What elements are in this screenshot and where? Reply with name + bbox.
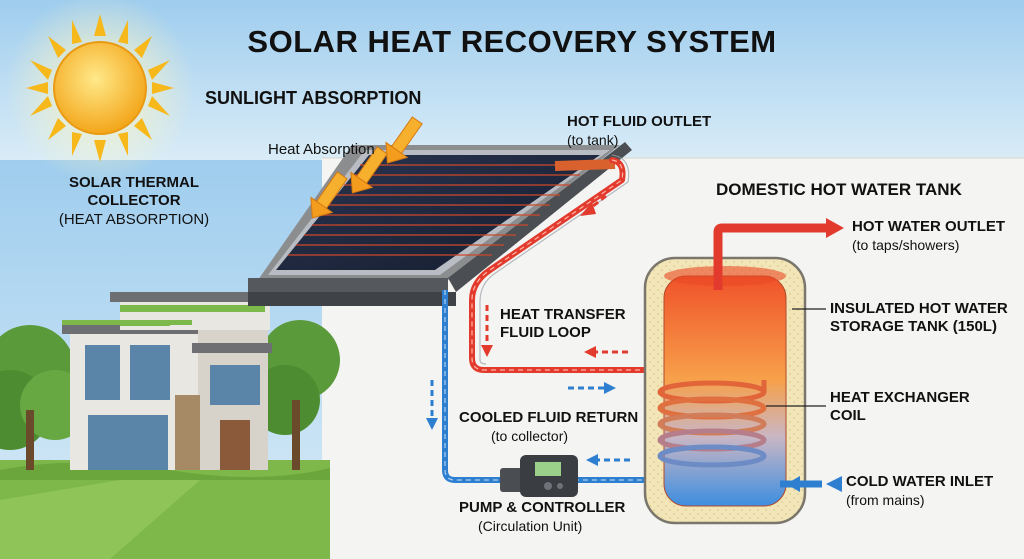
pump-label: PUMP & CONTROLLER bbox=[459, 499, 626, 516]
pump-sub: (Circulation Unit) bbox=[478, 518, 583, 534]
cooled-return-label: COOLED FLUID RETURN bbox=[459, 409, 639, 426]
heat-absorption-label: Heat Absorption bbox=[268, 141, 375, 158]
dhw-tank-title: DOMESTIC HOT WATER TANK bbox=[716, 180, 962, 199]
heat-exchanger-coil bbox=[657, 380, 767, 468]
collector-title-2: COLLECTOR bbox=[87, 192, 181, 209]
hot-water-outlet-sub: (to taps/showers) bbox=[852, 237, 960, 253]
htf-loop-label-1: HEAT TRANSFER bbox=[500, 306, 626, 323]
flow-arrows bbox=[426, 194, 630, 466]
htf-loop-label-2: FLUID LOOP bbox=[500, 324, 591, 341]
page-title: SOLAR HEAT RECOVERY SYSTEM bbox=[247, 24, 777, 59]
hot-fluid-outlet-label: HOT FLUID OUTLET bbox=[567, 113, 712, 130]
hx-coil-label-2: COIL bbox=[830, 407, 866, 424]
collector-subtitle: (HEAT ABSORPTION) bbox=[58, 211, 210, 228]
sun-icon bbox=[5, 0, 195, 183]
landscape bbox=[0, 320, 340, 559]
insulated-tank-label-1: INSULATED HOT WATER bbox=[830, 300, 1008, 317]
house bbox=[62, 292, 280, 470]
collector-title-1: SOLAR THERMAL bbox=[69, 174, 199, 191]
insulated-tank-label-2: STORAGE TANK (150L) bbox=[830, 318, 997, 335]
hot-fluid-outlet-sub: (to tank) bbox=[567, 132, 619, 148]
hot-water-outlet-pipe bbox=[713, 223, 828, 290]
sunlight-absorption-label: SUNLIGHT ABSORPTION bbox=[205, 88, 422, 108]
hx-coil-label-1: HEAT EXCHANGER bbox=[830, 389, 970, 406]
hot-water-outlet-label: HOT WATER OUTLET bbox=[852, 218, 1006, 235]
cooled-return-sub: (to collector) bbox=[491, 428, 569, 444]
pump-icon bbox=[500, 455, 578, 497]
heat-arrows bbox=[310, 116, 423, 219]
cold-water-inlet-label: COLD WATER INLET bbox=[846, 473, 994, 490]
cold-water-inlet-sub: (from mains) bbox=[846, 492, 925, 508]
